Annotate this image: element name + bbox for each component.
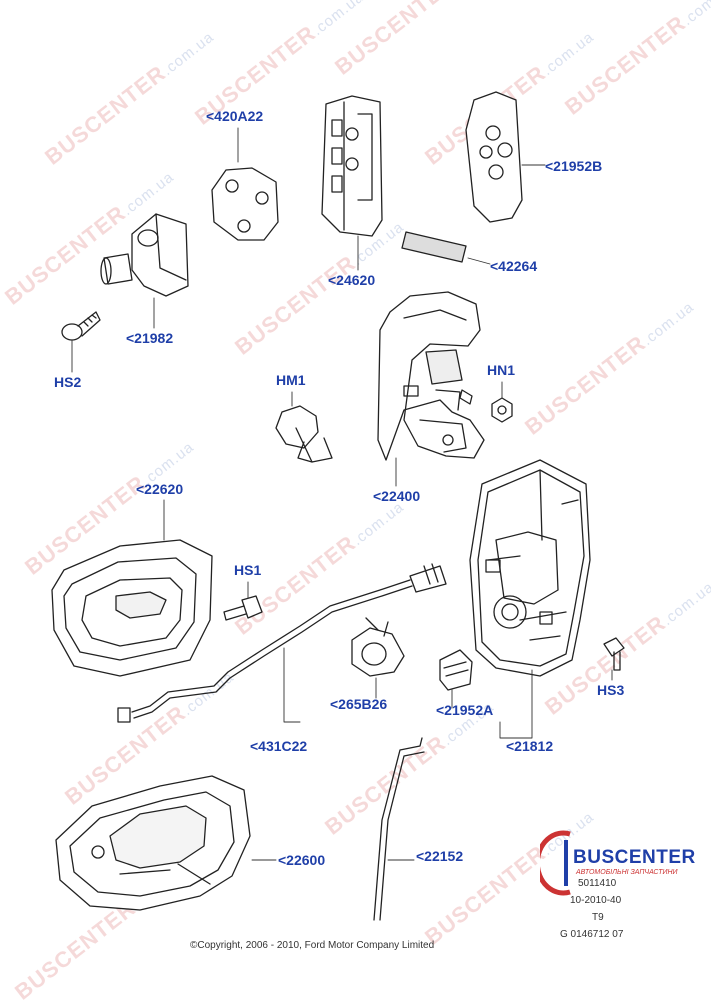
buscenter-logo-icon: [540, 830, 571, 896]
part-21982-bracket[interactable]: [100, 213, 189, 297]
label-hm1[interactable]: HM1: [276, 372, 306, 388]
logo-subtitle: АВТОМОБІЛЬНІ ЗАПЧАСТИНИ: [576, 869, 678, 876]
part-21952b-gasket[interactable]: [465, 91, 523, 223]
label-420a22[interactable]: <420A22: [206, 108, 264, 124]
part-24620-seal[interactable]: [321, 95, 383, 237]
label-42264[interactable]: <42264: [490, 258, 538, 274]
stamp-line-3: T9: [592, 912, 604, 923]
label-hs1[interactable]: HS1: [234, 562, 262, 578]
part-hm1-clip[interactable]: [275, 405, 333, 463]
part-22152-rod[interactable]: [373, 737, 425, 921]
label-22600[interactable]: <22600: [278, 852, 326, 868]
part-42264-strip[interactable]: [401, 231, 467, 263]
part-22400-handle[interactable]: [377, 291, 485, 461]
label-hs3[interactable]: HS3: [597, 682, 625, 698]
part-22600-housing[interactable]: [55, 775, 251, 911]
label-21952a[interactable]: <21952A: [436, 702, 494, 718]
part-22620-bezel[interactable]: [51, 539, 213, 677]
part-21952a-connector[interactable]: [439, 649, 473, 691]
label-22152[interactable]: <22152: [416, 848, 464, 864]
part-21812-latch[interactable]: [469, 459, 591, 677]
stamp-line-4: G 0146712 07: [560, 929, 624, 940]
label-21982[interactable]: <21982: [126, 330, 174, 346]
stamp-line-1: 5011410: [578, 878, 617, 889]
logo-brand: BUSCENTER: [573, 847, 696, 868]
label-22400[interactable]: <22400: [373, 488, 421, 504]
part-431c22-cable[interactable]: [117, 563, 447, 723]
label-hs2[interactable]: HS2: [54, 374, 82, 390]
part-hs1-screw[interactable]: [223, 595, 263, 621]
part-420a22-bracket[interactable]: [211, 167, 279, 241]
label-21952b[interactable]: <21952B: [545, 158, 603, 174]
label-265b26[interactable]: <265B26: [330, 696, 388, 712]
part-hs3-screw[interactable]: [603, 637, 625, 671]
copyright-notice: ©Copyright, 2006 - 2010, Ford Motor Comp…: [190, 940, 435, 951]
label-hn1[interactable]: HN1: [487, 362, 516, 378]
label-22620[interactable]: <22620: [136, 481, 184, 497]
stamp-line-2: 10-2010-40: [570, 895, 622, 906]
label-21812[interactable]: <21812: [506, 738, 554, 754]
part-hn1-nut[interactable]: [491, 397, 513, 423]
part-hs2-screw[interactable]: [61, 311, 101, 341]
label-24620[interactable]: <24620: [328, 272, 376, 288]
part-265b26-clip[interactable]: [351, 617, 405, 677]
label-431c22[interactable]: <431C22: [250, 738, 308, 754]
